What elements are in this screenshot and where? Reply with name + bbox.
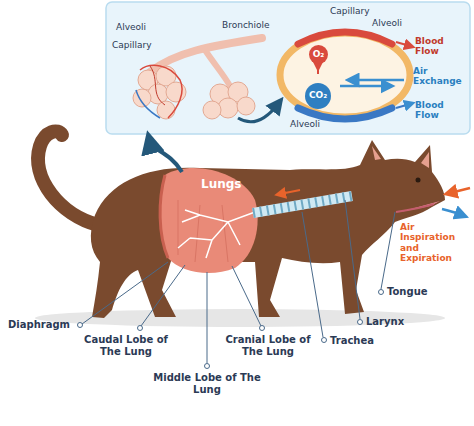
part-label: Alveoli	[116, 22, 146, 32]
part-label: Alveoli	[372, 18, 402, 28]
anatomy-label: Trachea	[330, 335, 374, 347]
organ-label: Lungs	[201, 178, 241, 192]
gas-circle: O₂	[309, 45, 328, 64]
flow-label: Blood Flow	[415, 100, 461, 121]
anatomy-label: Diaphragm	[8, 319, 70, 331]
anatomy-label: Tongue	[387, 286, 428, 298]
gas-symbol: O₂	[313, 50, 325, 60]
gas-symbol: CO₂	[309, 91, 327, 101]
flow-label: Air Exchange	[413, 66, 471, 87]
anatomy-label: Larynx	[366, 316, 404, 328]
part-label: Capillary	[330, 6, 370, 16]
air-label: Air Inspiration and Expiration	[400, 222, 472, 263]
part-label: Capillary	[112, 40, 152, 50]
anatomy-label: Middle Lobe of The Lung	[152, 372, 262, 395]
part-label: Bronchiole	[222, 20, 270, 30]
anatomy-label: Cranial Lobe of The Lung	[222, 334, 314, 357]
anatomy-label: Caudal Lobe of The Lung	[80, 334, 172, 357]
flow-label: Blood Flow	[415, 36, 461, 57]
gas-circle: CO₂	[305, 83, 331, 109]
part-label: Alveoli	[290, 119, 320, 129]
